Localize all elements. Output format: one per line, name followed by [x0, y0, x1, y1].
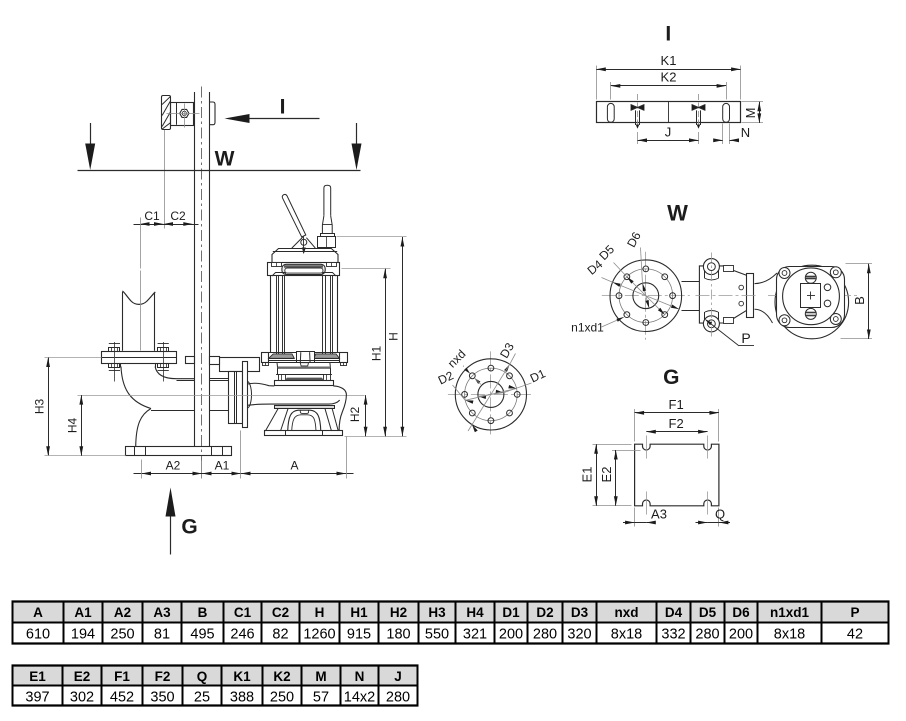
- svg-text:H: H: [315, 605, 325, 620]
- svg-text:550: 550: [425, 626, 449, 642]
- svg-text:A2: A2: [114, 605, 131, 620]
- svg-text:B: B: [852, 296, 867, 305]
- svg-text:n1xd1: n1xd1: [770, 605, 810, 620]
- svg-text:J: J: [665, 125, 672, 140]
- svg-text:K1: K1: [661, 53, 677, 68]
- svg-text:H2: H2: [348, 407, 362, 423]
- svg-text:246: 246: [230, 626, 254, 642]
- svg-text:I: I: [280, 96, 286, 119]
- svg-text:P: P: [741, 330, 750, 346]
- svg-text:200: 200: [729, 626, 753, 642]
- svg-text:200: 200: [499, 626, 523, 642]
- svg-text:G: G: [181, 516, 197, 539]
- svg-text:350: 350: [150, 689, 174, 705]
- svg-text:F1: F1: [114, 669, 130, 684]
- svg-text:610: 610: [26, 626, 50, 642]
- svg-text:25: 25: [194, 689, 210, 705]
- svg-text:nxd: nxd: [614, 605, 638, 620]
- svg-text:82: 82: [272, 626, 288, 642]
- svg-text:I: I: [665, 23, 671, 46]
- svg-text:D3: D3: [571, 605, 589, 620]
- svg-text:A2: A2: [166, 459, 181, 473]
- svg-text:180: 180: [386, 626, 410, 642]
- svg-text:H2: H2: [390, 605, 407, 620]
- svg-text:320: 320: [567, 626, 591, 642]
- svg-text:332: 332: [661, 626, 685, 642]
- svg-text:57: 57: [313, 689, 329, 705]
- svg-text:N: N: [741, 125, 750, 140]
- svg-text:E2: E2: [74, 669, 91, 684]
- svg-text:D2: D2: [536, 605, 553, 620]
- svg-text:C1: C1: [144, 209, 160, 223]
- svg-text:E1: E1: [29, 669, 46, 684]
- svg-text:280: 280: [386, 689, 410, 705]
- svg-text:250: 250: [110, 626, 134, 642]
- svg-text:K2: K2: [661, 70, 677, 85]
- svg-text:H4: H4: [466, 605, 484, 620]
- svg-text:D6: D6: [732, 605, 750, 620]
- svg-text:P: P: [850, 605, 859, 620]
- svg-text:D4: D4: [665, 605, 683, 620]
- svg-text:D1: D1: [502, 605, 520, 620]
- svg-text:A1: A1: [215, 459, 230, 473]
- svg-text:K2: K2: [273, 669, 290, 684]
- svg-text:M: M: [743, 107, 758, 118]
- svg-text:A: A: [290, 459, 298, 473]
- svg-text:K1: K1: [233, 669, 251, 684]
- svg-text:H3: H3: [428, 605, 446, 620]
- svg-text:8x18: 8x18: [611, 626, 642, 642]
- svg-text:F1: F1: [669, 397, 684, 412]
- svg-text:J: J: [394, 669, 402, 684]
- svg-text:W: W: [667, 201, 688, 226]
- svg-text:8x18: 8x18: [774, 626, 805, 642]
- svg-text:n1xd1: n1xd1: [571, 321, 604, 335]
- svg-text:A1: A1: [74, 605, 92, 620]
- svg-text:E2: E2: [599, 467, 614, 483]
- svg-text:A3: A3: [153, 605, 171, 620]
- svg-text:H3: H3: [33, 399, 47, 415]
- svg-text:280: 280: [695, 626, 719, 642]
- svg-text:C1: C1: [234, 605, 252, 620]
- svg-text:Q: Q: [197, 669, 208, 684]
- svg-text:321: 321: [463, 626, 487, 642]
- svg-text:194: 194: [71, 626, 95, 642]
- svg-text:D5: D5: [699, 605, 717, 620]
- svg-text:495: 495: [190, 626, 214, 642]
- svg-text:42: 42: [847, 626, 863, 642]
- svg-text:C2: C2: [170, 209, 186, 223]
- svg-text:280: 280: [533, 626, 557, 642]
- svg-text:452: 452: [110, 689, 134, 705]
- svg-text:F2: F2: [669, 416, 684, 431]
- svg-text:397: 397: [25, 689, 49, 705]
- svg-text:B: B: [198, 605, 208, 620]
- svg-text:C2: C2: [272, 605, 289, 620]
- svg-text:A3: A3: [651, 507, 667, 522]
- svg-text:915: 915: [347, 626, 371, 642]
- svg-text:302: 302: [70, 689, 94, 705]
- svg-text:H1: H1: [350, 605, 368, 620]
- svg-text:81: 81: [154, 626, 170, 642]
- svg-text:G: G: [663, 366, 679, 389]
- svg-text:H: H: [387, 332, 401, 341]
- svg-text:250: 250: [270, 689, 294, 705]
- svg-text:A: A: [33, 605, 43, 620]
- svg-text:Q: Q: [715, 507, 725, 522]
- svg-text:H4: H4: [66, 418, 80, 434]
- svg-text:N: N: [355, 669, 365, 684]
- svg-text:F2: F2: [155, 669, 171, 684]
- svg-text:W: W: [215, 148, 235, 171]
- svg-text:H1: H1: [370, 346, 384, 362]
- svg-text:M: M: [315, 669, 326, 684]
- svg-text:1260: 1260: [303, 626, 335, 642]
- svg-text:14x2: 14x2: [344, 689, 375, 705]
- svg-text:388: 388: [230, 689, 254, 705]
- svg-text:E1: E1: [580, 467, 595, 483]
